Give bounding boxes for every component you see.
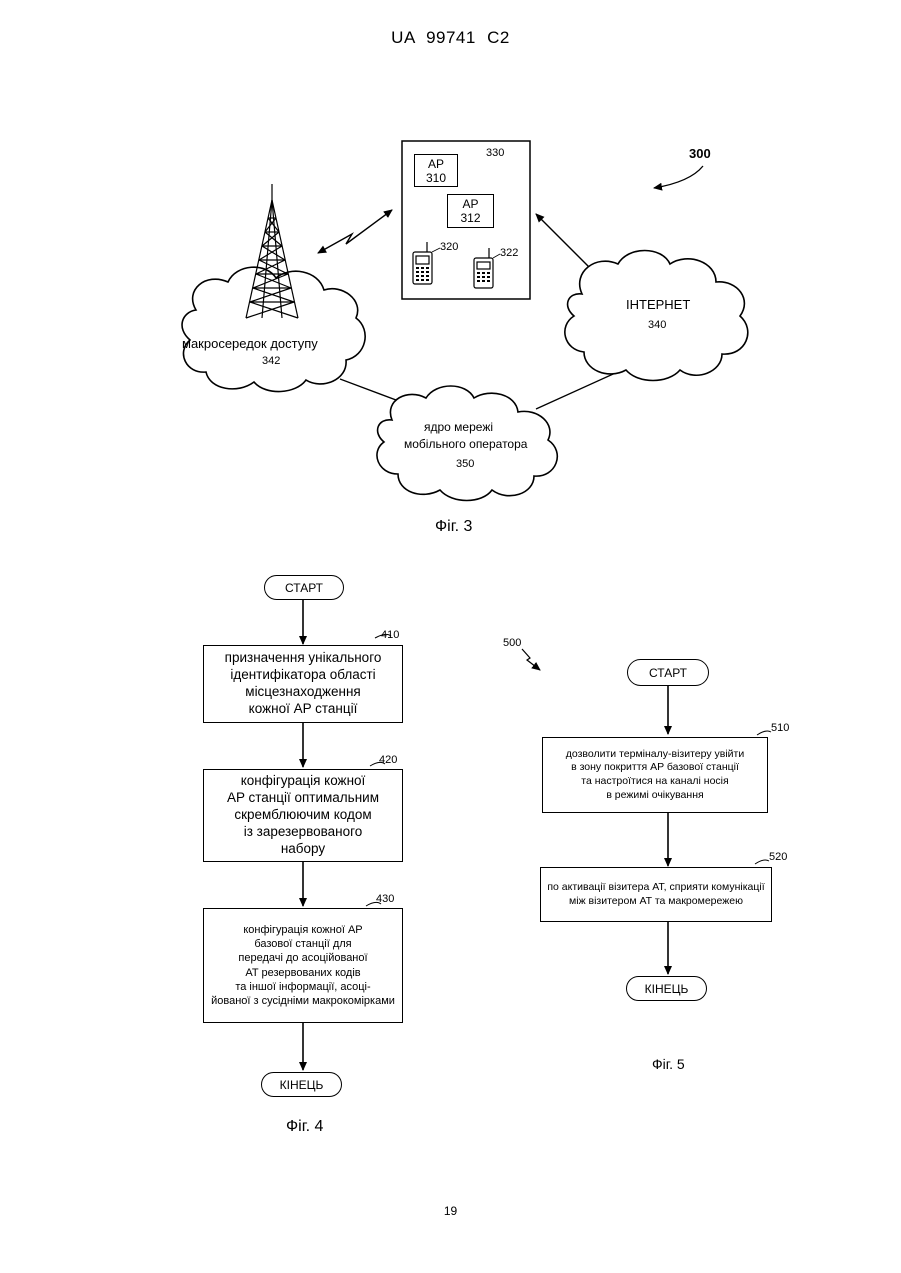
step-520-box: по активації візитера AT, сприяти комуні…	[540, 867, 772, 922]
internet-cloud	[565, 251, 748, 381]
ap-310-label: AP	[428, 157, 444, 171]
phone-322-ref: 322	[500, 247, 518, 260]
step-420-line3: скремблюючим кодом	[234, 807, 371, 824]
ap-312-label: AP	[462, 197, 478, 211]
step-520-line1: по активації візитера AT, сприяти комуні…	[547, 881, 764, 895]
step-430-line2: базової станції для	[254, 937, 351, 951]
step-410-line4: кожної AP станції	[249, 701, 358, 718]
ref-500-leader	[522, 649, 540, 670]
fig4-caption: Фіг. 4	[286, 1117, 323, 1136]
fig4-start-label: СТАРТ	[285, 581, 323, 595]
fig5-caption: Фіг. 5	[652, 1056, 685, 1073]
ref-300-leader	[654, 166, 703, 188]
step-520-line2: між візитером AT та макромережею	[569, 895, 743, 909]
step-520-ref: 520	[769, 851, 787, 864]
macro-label: макросередок доступу	[182, 336, 318, 352]
step-510-line1: дозволити терміналу-візитеру увійти	[566, 748, 744, 762]
ap-312-box: AP 312	[447, 194, 494, 228]
macro-cloud	[182, 267, 365, 391]
fig5-end-label: КІНЕЦЬ	[645, 982, 689, 996]
core-label-line2: мобільного оператора	[404, 437, 527, 451]
fig3-ref-300: 300	[689, 146, 711, 162]
step-430-box: конфігурація кожної AP базової станції д…	[203, 908, 403, 1023]
step-420-line4: із зарезервованого	[244, 824, 363, 841]
fig5-start-terminal: СТАРТ	[627, 659, 709, 686]
document-header: UA 99741 C2	[0, 28, 901, 48]
step-430-ref: 430	[376, 893, 394, 906]
fig5-ref-500: 500	[503, 637, 521, 650]
internet-label: ІНТЕРНЕТ	[626, 297, 690, 313]
step-510-ref: 510	[771, 722, 789, 735]
step-410-box: призначення унікального ідентифікатора о…	[203, 645, 403, 723]
step-430-line1: конфігурація кожної AP	[243, 923, 362, 937]
fig4-end-terminal: КІНЕЦЬ	[261, 1072, 342, 1097]
internet-core-link	[536, 370, 622, 409]
core-label-line1: ядро мережі	[424, 420, 493, 434]
step-420-line1: конфігурація кожної	[241, 773, 366, 790]
ap-310-ref: 310	[426, 171, 446, 185]
fig4-end-label: КІНЕЦЬ	[280, 1078, 324, 1092]
ref-510-leader	[757, 731, 771, 735]
fig3-caption: Фіг. 3	[435, 517, 472, 536]
premises-internet-link	[536, 214, 596, 274]
ap-312-ref: 312	[460, 211, 480, 225]
internet-ref-340: 340	[648, 319, 666, 332]
step-420-ref: 420	[379, 754, 397, 767]
fig4-start-terminal: СТАРТ	[264, 575, 344, 600]
step-510-line4: в режимі очікування	[606, 789, 703, 803]
step-410-ref: 410	[381, 629, 399, 642]
step-430-line5: та іншої інформації, асоці-	[235, 980, 370, 994]
step-510-line2: в зону покриття AP базової станції	[571, 761, 739, 775]
page-number: 19	[0, 1204, 901, 1218]
macro-ref-342: 342	[262, 355, 280, 368]
step-420-line5: набору	[281, 841, 325, 858]
step-510-line3: та настроїтися на каналі носія	[581, 775, 728, 789]
step-420-line2: AP станції оптимальним	[227, 790, 379, 807]
step-410-line3: місцезнаходження	[245, 684, 360, 701]
step-510-box: дозволити терміналу-візитеру увійти в зо…	[542, 737, 768, 813]
core-ref-350: 350	[456, 458, 474, 471]
fig5-end-terminal: КІНЕЦЬ	[626, 976, 707, 1001]
wireless-link-zigzag	[318, 210, 392, 253]
step-430-line6: йованої з сусідніми макрокомірками	[211, 994, 395, 1008]
fig5-start-label: СТАРТ	[649, 666, 687, 680]
step-410-line2: ідентифікатора області	[230, 667, 375, 684]
phone-320-ref: 320	[440, 241, 458, 254]
step-430-line3: передачі до асоційованої	[238, 951, 367, 965]
step-420-box: конфігурація кожної AP станції оптимальн…	[203, 769, 403, 862]
ap-310-box: AP 310	[414, 154, 458, 187]
step-430-line4: AT резервованих кодів	[245, 966, 360, 980]
ref-520-leader	[755, 860, 769, 864]
step-410-line1: призначення унікального	[225, 650, 382, 667]
premises-ref-330: 330	[486, 147, 504, 160]
